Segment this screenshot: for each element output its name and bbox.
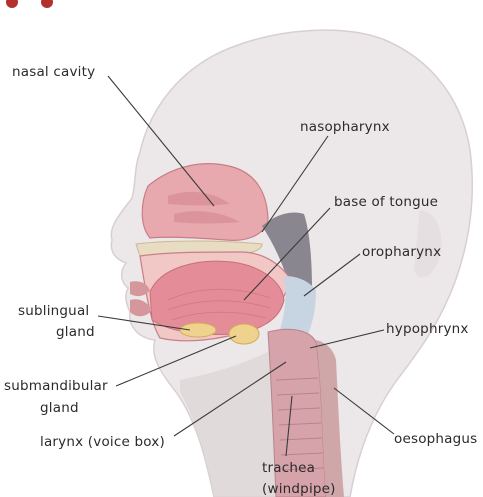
label-oropharynx: oropharynx xyxy=(362,244,441,260)
label-trachea-line2: (windpipe) xyxy=(262,481,336,497)
sublingual-gland xyxy=(180,323,216,337)
label-trachea-line1: trachea xyxy=(262,460,315,476)
label-larynx: larynx (voice box) xyxy=(40,434,165,450)
tongue xyxy=(150,261,284,334)
label-nasal-cavity: nasal cavity xyxy=(12,64,95,80)
label-hypophrynx: hypophrynx xyxy=(386,321,469,337)
label-submandibular-line1: submandibular xyxy=(4,378,108,394)
label-nasopharynx: nasopharynx xyxy=(300,119,390,135)
label-oesophagus: oesophagus xyxy=(394,431,477,447)
label-sublingual-line1: sublingual xyxy=(18,303,89,319)
label-submandibular-line2: gland xyxy=(40,400,79,416)
corner-dot-right xyxy=(41,0,53,8)
label-sublingual-line2: gland xyxy=(56,324,95,340)
corner-dot-left xyxy=(6,0,18,8)
label-base-of-tongue: base of tongue xyxy=(334,194,438,210)
submandibular-gland xyxy=(229,324,259,344)
